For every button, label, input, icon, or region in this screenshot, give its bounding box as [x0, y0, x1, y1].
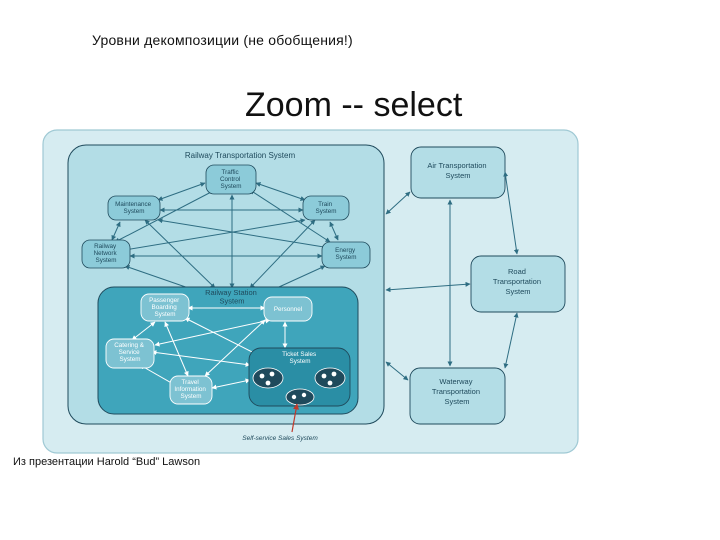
- traffic-control-label: Traffic Control System: [220, 169, 242, 190]
- node-energy: [321, 241, 371, 269]
- passenger-boarding-label: Passenger Boarding System: [149, 297, 181, 318]
- node-personnel: [263, 296, 313, 322]
- node-traffic-control: [205, 164, 257, 195]
- node-road-transportation: [470, 255, 566, 313]
- slide-heading: Уровни декомпозиции (не обобщения!): [92, 32, 353, 48]
- energy-label: Energy System: [335, 247, 357, 261]
- external-connections: [385, 171, 519, 381]
- node-waterway-transportation: [409, 367, 506, 425]
- slide-caption: Из презентации Harold “Bud” Lawson: [13, 456, 201, 468]
- waterway-transportation-label: Waterway Transportation System: [432, 377, 482, 406]
- railway-station-title: Railway Station System: [205, 288, 259, 306]
- railway-network-label: Railway Network System: [94, 243, 119, 264]
- node-travel-info: [169, 375, 213, 405]
- ticket-sub-right: [314, 367, 346, 389]
- node-catering: [105, 338, 155, 369]
- slide-title: Zoom -- select: [245, 86, 463, 124]
- personnel-label: Personnel: [274, 306, 302, 313]
- ticket-sub-left: [252, 367, 284, 389]
- ticket-sub-bottom: [285, 388, 315, 406]
- ticket-sales-subsystems: [252, 367, 346, 406]
- station-connections: [131, 305, 288, 390]
- travel-info-label: Travel Information System: [174, 379, 207, 400]
- node-maintenance: [107, 195, 161, 221]
- node-ticket-sales: [248, 347, 351, 407]
- self-service-arrow: [291, 403, 300, 433]
- ticket-sales-label: Ticket Sales System: [282, 351, 318, 365]
- road-transportation-label: Road Transportation System: [493, 267, 543, 296]
- self-service-note: Self-service Sales System: [242, 435, 318, 442]
- node-railway-network: [81, 239, 131, 269]
- railway-system-title: Railway Transportation System: [185, 151, 296, 160]
- catering-label: Catering & Service System: [114, 342, 146, 363]
- node-passenger-boarding: [140, 293, 190, 322]
- maintenance-label: Maintenance System: [115, 201, 153, 215]
- train-label: Train System: [316, 201, 337, 215]
- node-train: [302, 195, 350, 221]
- air-transportation-label: Air Transportation System: [427, 161, 488, 180]
